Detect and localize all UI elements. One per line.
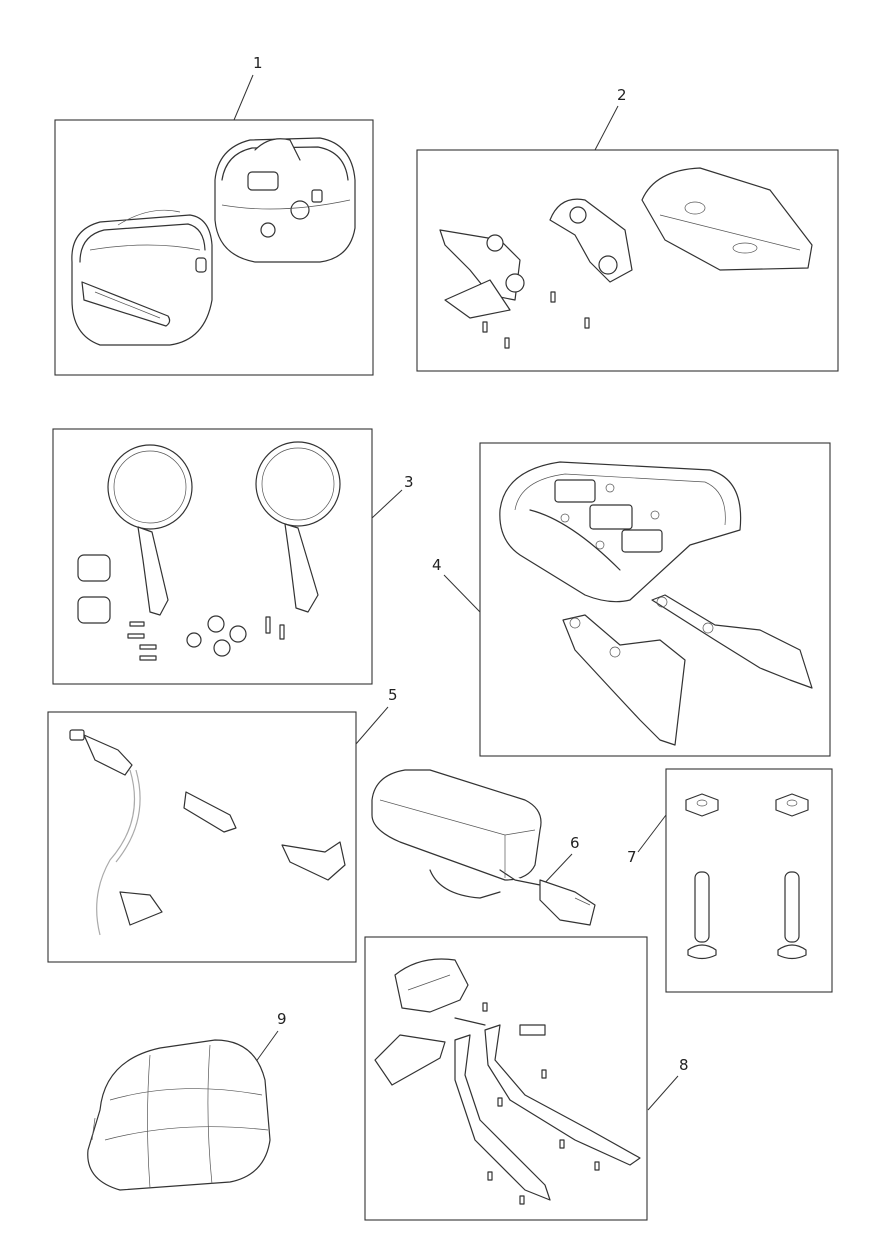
panel-3-mirrors (52, 428, 373, 685)
callout-6-number: 6 (570, 834, 580, 852)
panel-8-backrest-frame (364, 936, 648, 1221)
panel-4-luggage-rack (479, 442, 831, 757)
callout-7[interactable]: 7 (627, 814, 667, 866)
wiring-harness-illustration (69, 729, 346, 936)
callout-9-number: 9 (277, 1010, 287, 1028)
mounting-brackets-illustration (439, 167, 813, 349)
pannier-right-illustration (214, 137, 356, 263)
callout-4[interactable]: 4 (432, 556, 481, 613)
callout-3-number: 3 (404, 473, 414, 491)
pannier-left-illustration (71, 209, 213, 346)
callout-6[interactable]: 6 (539, 834, 580, 889)
control-module-illustration (371, 769, 596, 926)
callout-2[interactable]: 2 (594, 86, 627, 151)
callout-5-number: 5 (388, 686, 398, 704)
callout-7-number: 7 (627, 848, 637, 866)
luggage-rack-illustration (499, 461, 813, 746)
callout-2-number: 2 (617, 86, 627, 104)
bolt-kit-illustration (685, 793, 809, 960)
callout-3[interactable]: 3 (371, 473, 414, 519)
panel-5-wiring-harness (47, 711, 357, 963)
callout-5[interactable]: 5 (355, 686, 398, 745)
callout-4-number: 4 (432, 556, 442, 574)
panel-2-mounting-kit (416, 149, 839, 372)
panel-7-bolt-kit (665, 768, 833, 993)
callout-8[interactable]: 8 (647, 1056, 689, 1111)
panel-1-panniers (54, 119, 374, 376)
backrest-pad-illustration (87, 1039, 271, 1191)
backrest-frame-illustration (374, 958, 641, 1205)
callout-1[interactable]: 1 (233, 54, 263, 121)
callout-8-number: 8 (679, 1056, 689, 1074)
callout-1-number: 1 (253, 54, 263, 72)
mirrors-illustration (77, 441, 341, 661)
